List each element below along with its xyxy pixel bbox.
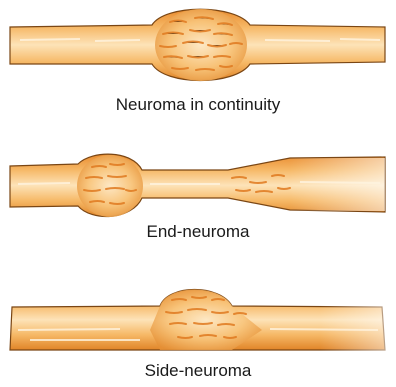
nerve-side: [10, 290, 386, 352]
caption-end-neuroma: End-neuroma: [0, 222, 396, 242]
nerve-continuity: [10, 9, 385, 81]
caption-side-neuroma: Side-neuroma: [0, 361, 396, 381]
caption-neuroma-in-continuity: Neuroma in continuity: [0, 95, 396, 115]
side-neuroma-bulb: [150, 290, 262, 351]
nerve-end: [10, 154, 385, 217]
